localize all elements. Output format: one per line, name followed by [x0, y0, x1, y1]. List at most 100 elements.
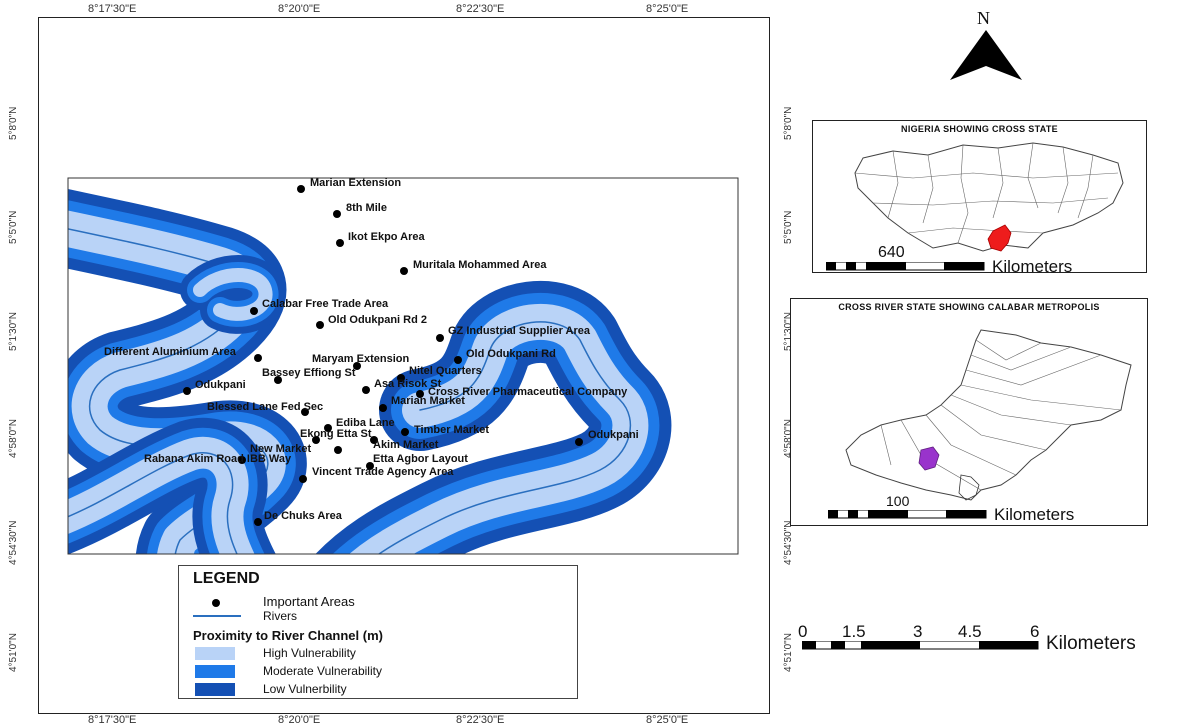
place-marker: Old Odukpani Rd [454, 348, 556, 364]
svg-text:Odukpani: Odukpani [195, 379, 246, 391]
top-tick-1: 8°17'30"E [88, 3, 137, 15]
right-tick-1: 5°8'0"N [783, 106, 794, 140]
legend-high-vulnerability: High Vulnerability [263, 646, 356, 660]
legend-low-vulnerability: Low Vulnerbility [263, 682, 347, 696]
top-tick-4: 8°25'0"E [646, 3, 689, 15]
swatch-moderate-vulnerability [195, 665, 235, 678]
right-tick-6: 4°51'0"N [783, 633, 794, 672]
svg-text:Maryam Extension: Maryam Extension [312, 353, 409, 365]
place-marker: GZ Industrial Supplier Area [436, 325, 591, 342]
legend-important-areas: Important Areas [263, 594, 355, 609]
place-marker: 8th Mile [333, 202, 387, 218]
svg-text:Old Odukpani Rd 2: Old Odukpani Rd 2 [328, 314, 427, 326]
svg-text:Old Odukpani Rd: Old Odukpani Rd [466, 348, 556, 360]
inset-nigeria: NIGERIA SHOWING CROSS STATE [812, 120, 1147, 273]
svg-text:Marian Market: Marian Market [391, 395, 465, 407]
place-marker: Ekong Etta St [300, 428, 372, 444]
inset-crossriver-title: CROSS RIVER STATE SHOWING CALABAR METROP… [838, 302, 1100, 312]
svg-text:New Market: New Market [250, 443, 311, 455]
main-scale-bar [802, 641, 1039, 650]
place-marker: Marian Market [379, 395, 465, 412]
legend-proximity-title: Proximity to River Channel (m) [193, 628, 383, 643]
bottom-tick-4: 8°25'0"E [646, 714, 689, 726]
svg-text:Ikot Ekpo Area: Ikot Ekpo Area [348, 231, 425, 243]
svg-text:Blessed Lane Fed Sec: Blessed Lane Fed Sec [207, 401, 323, 413]
svg-text:Asa Risok St: Asa Risok St [374, 378, 442, 390]
right-tick-2: 5°5'0"N [783, 210, 794, 244]
place-marker: Asa Risok St [362, 378, 442, 394]
scale-tick-2: 3 [913, 622, 923, 641]
vulnerability-map: Marian Extension 8th Mile Ikot Ekpo Area… [67, 177, 739, 555]
north-label: N [977, 8, 990, 28]
main-scale-unit: Kilometers [1046, 633, 1136, 654]
swatch-low-vulnerability [195, 683, 235, 696]
place-marker: Different Aluminium Area [104, 346, 262, 362]
place-marker: Bassey Effiong St [262, 367, 356, 384]
place-marker: Marian Extension [297, 177, 401, 193]
place-marker: Blessed Lane Fed Sec [207, 401, 323, 416]
place-marker: Muritala Mohammed Area [400, 259, 547, 275]
swatch-high-vulnerability [195, 647, 235, 660]
place-marker: Timber Market [401, 424, 489, 436]
bottom-tick-3: 8°22'30"E [456, 714, 505, 726]
svg-text:Nitel Quarters: Nitel Quarters [409, 365, 482, 377]
cross-river-highlight [987, 224, 1012, 252]
place-marker: Akim Market [370, 436, 439, 451]
top-tick-2: 8°20'0"E [278, 3, 321, 15]
crossriver-scale-unit: Kilometers [994, 505, 1075, 524]
svg-text:Rabana Akim Road IBB Way: Rabana Akim Road IBB Way [144, 453, 292, 465]
place-marker: Cross River Pharmaceutical Company [416, 386, 628, 398]
place-marker: Odukpani [183, 379, 246, 395]
place-marker: Ikot Ekpo Area [336, 231, 425, 247]
inset-crossriver: CROSS RIVER STATE SHOWING CALABAR METROP… [790, 298, 1148, 526]
place-marker: Etta Agbor Layout [366, 453, 468, 470]
nigeria-scale-bar [826, 262, 985, 271]
rivers-symbol [193, 615, 241, 617]
svg-text:Akim Market: Akim Market [373, 439, 439, 451]
north-arrow-icon [950, 30, 1022, 80]
calabar-metropolis-highlight [918, 446, 940, 471]
svg-text:Marian Extension: Marian Extension [310, 177, 401, 189]
river-corridor-loop [180, 255, 286, 334]
place-marker: De Chuks Area [254, 510, 343, 526]
legend-moderate-vulnerability: Moderate Vulnerability [263, 664, 382, 678]
svg-text:Timber Market: Timber Market [414, 424, 489, 436]
svg-text:GZ Industrial Supplier Area: GZ Industrial Supplier Area [448, 325, 591, 337]
place-marker: Nitel Quarters [397, 365, 482, 382]
svg-text:Odukpani: Odukpani [588, 429, 639, 441]
svg-text:Muritala Mohammed Area: Muritala Mohammed Area [413, 259, 547, 271]
scale-tick-3: 4.5 [958, 622, 982, 641]
svg-text:Cross River Pharmaceutical Com: Cross River Pharmaceutical Company [428, 386, 628, 398]
svg-text:Etta Agbor Layout: Etta Agbor Layout [373, 453, 468, 465]
scale-tick-4: 6 [1030, 622, 1040, 641]
place-marker: Maryam Extension [312, 353, 409, 370]
svg-text:Ekong Etta St: Ekong Etta St [300, 428, 372, 440]
place-marker: Ediba Lane [324, 417, 395, 432]
place-marker: Calabar Free Trade Area [250, 298, 389, 315]
river-corridor-southwest [68, 417, 276, 554]
crossriver-scale-bar [828, 510, 987, 519]
nigeria-map [854, 142, 1124, 252]
svg-text:Calabar Free Trade Area: Calabar Free Trade Area [262, 298, 389, 310]
legend: LEGEND Important Areas Rivers Proximity … [178, 565, 578, 699]
important-areas: Marian Extension 8th Mile Ikot Ekpo Area… [104, 177, 639, 526]
river-line-east [377, 321, 631, 554]
svg-text:8th Mile: 8th Mile [346, 202, 387, 214]
bottom-tick-1: 8°17'30"E [88, 714, 137, 726]
place-marker: New Market [250, 443, 342, 455]
bottom-tick-2: 8°20'0"E [278, 714, 321, 726]
place-marker: Old Odukpani Rd 2 [316, 314, 427, 329]
right-tick-5: 4°54'30"N [783, 520, 794, 566]
cross-river-map [845, 329, 1132, 501]
important-areas-symbol [212, 599, 220, 607]
scale-tick-0: 0 [798, 622, 808, 641]
nigeria-scale-value: 640 [878, 244, 905, 261]
river-corridor-east [315, 280, 672, 554]
place-marker: Rabana Akim Road IBB Way [144, 453, 292, 465]
svg-text:Different Aluminium Area: Different Aluminium Area [104, 346, 237, 358]
legend-title: LEGEND [193, 570, 260, 587]
legend-rivers: Rivers [263, 609, 298, 623]
svg-text:Vincent Trade Agency Area: Vincent Trade Agency Area [312, 466, 454, 478]
svg-text:Bassey Effiong St: Bassey Effiong St [262, 367, 356, 379]
inset-nigeria-title: NIGERIA SHOWING CROSS STATE [901, 124, 1058, 134]
